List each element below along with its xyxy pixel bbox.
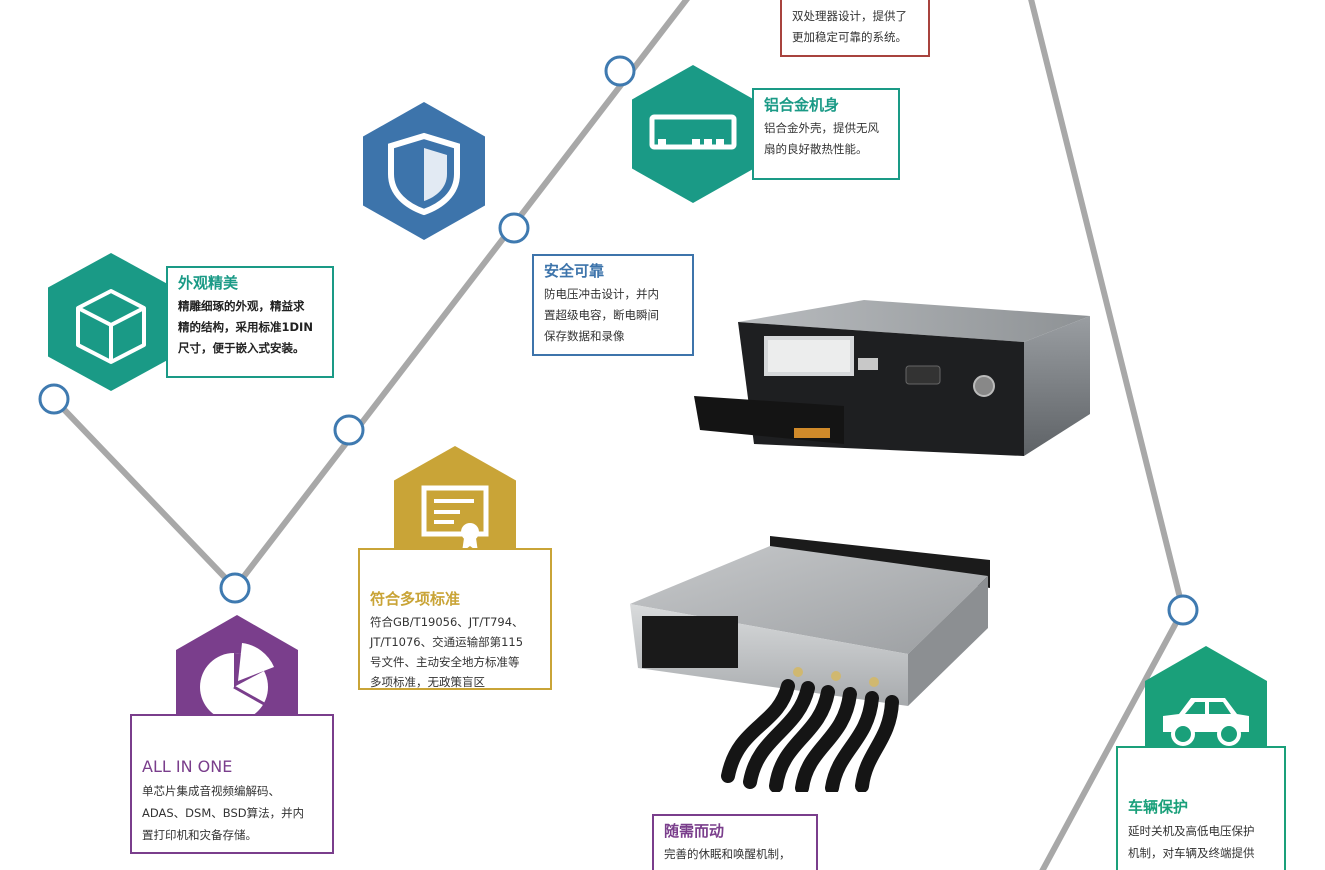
feature-box-aluminum-body: 铝合金机身 铝合金外壳，提供无风 扇的良好散热性能。 [752, 88, 900, 180]
feature-title: 铝合金机身 [764, 96, 840, 114]
feature-text: 延时关机及高低电压保护 机制，对车辆及终端提供 [1128, 824, 1255, 860]
cube-icon [48, 253, 174, 391]
feature-title: 安全可靠 [544, 262, 605, 280]
feature-box-vehicle-protection: 车辆保护 延时关机及高低电压保护 机制，对车辆及终端提供 [1116, 746, 1286, 870]
shield-icon [363, 102, 485, 240]
feature-text: 双处理器设计，提供了 更加稳定可靠的系统。 [792, 9, 907, 44]
feature-title: 车辆保护 [1128, 798, 1189, 816]
feature-box-all-in-one: ALL IN ONE 单芯片集成音视频编解码、 ADAS、DSM、BSD算法，并… [130, 714, 334, 854]
feature-text: 单芯片集成音视频编解码、 ADAS、DSM、BSD算法，并内 置打印机和灾备存储… [142, 784, 305, 842]
node-5 [604, 55, 636, 87]
feature-box-dual-processor: 双处理器设计，提供了 更加稳定可靠的系统。 [780, 0, 930, 57]
feature-title: 外观精美 [178, 274, 239, 292]
node-6 [1167, 594, 1199, 626]
device-box-icon [632, 65, 754, 203]
feature-text: 完善的休眠和唤醒机制， [664, 847, 791, 861]
feature-box-appearance: 外观精美 精雕细琢的外观，精益求 精的结构，采用标准1DIN 尺寸，便于嵌入式安… [166, 266, 334, 378]
feature-title: 符合多项标准 [370, 590, 461, 608]
recorder-front-image [694, 300, 1090, 456]
feature-box-standards: 符合多项标准 符合GB/T19056、JT/T794、 JT/T1076、交通运… [358, 548, 552, 690]
feature-title: ALL IN ONE [142, 757, 233, 776]
feature-box-on-demand: 随需而动 完善的休眠和唤醒机制， [652, 814, 818, 870]
node-3 [333, 414, 365, 446]
recorder-rear-image [630, 536, 990, 792]
feature-box-safe-reliable: 安全可靠 防电压冲击设计，并内 置超级电容，断电瞬间 保存数据和录像 [532, 254, 694, 356]
feature-text: 精雕细琢的外观，精益求 精的结构，采用标准1DIN 尺寸，便于嵌入式安装。 [178, 299, 313, 355]
node-1 [38, 383, 70, 415]
feature-text: 铝合金外壳，提供无风 扇的良好散热性能。 [764, 121, 879, 156]
feature-text: 符合GB/T19056、JT/T794、 JT/T1076、交通运输部第115 … [370, 615, 524, 689]
feature-title: 随需而动 [664, 822, 725, 840]
node-4 [498, 212, 530, 244]
node-2 [219, 572, 251, 604]
feature-text: 防电压冲击设计，并内 置超级电容，断电瞬间 保存数据和录像 [544, 287, 659, 343]
